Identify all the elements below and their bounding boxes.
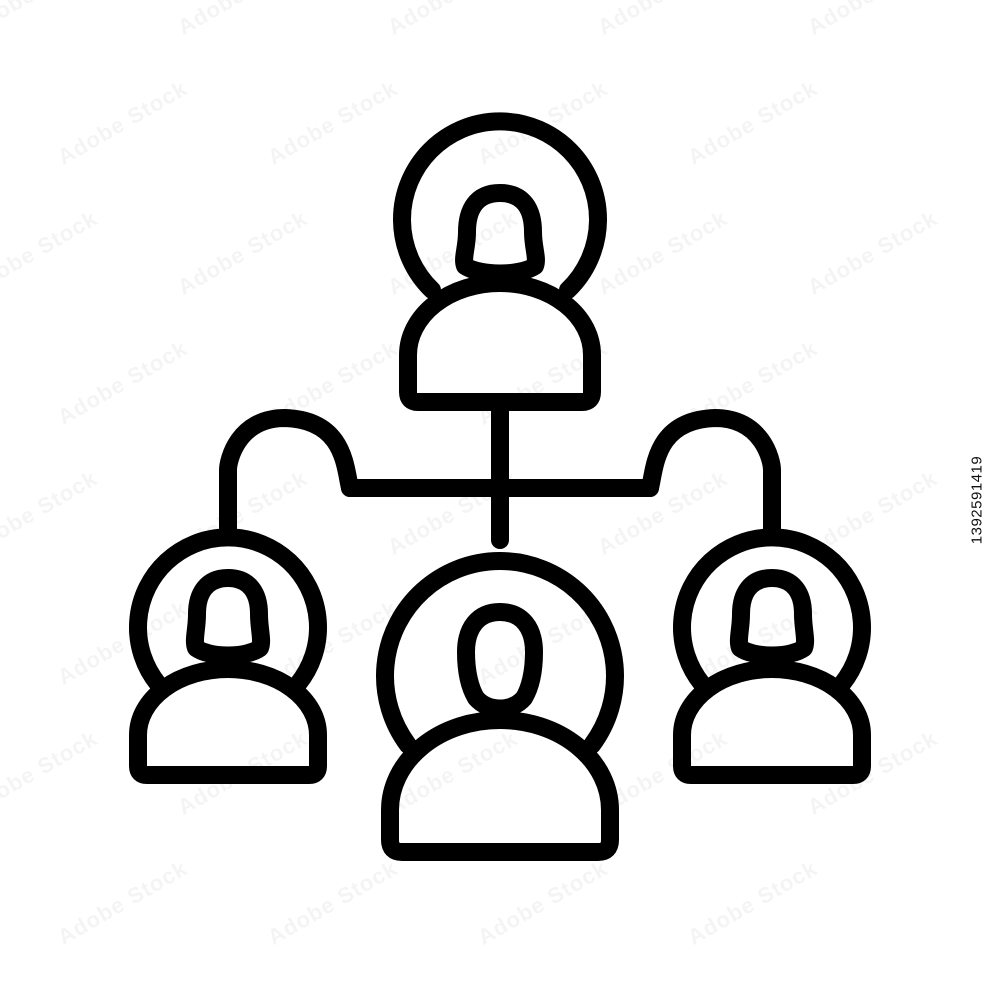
center-person-halo [376, 552, 624, 754]
center-person-body [381, 711, 619, 861]
connector-lines [219, 403, 781, 549]
stock-id-text: 1392591419 [968, 455, 986, 545]
stock-id-label: 1392591419 [962, 0, 992, 1000]
top-person-halo [393, 112, 607, 299]
right-curve-connector [641, 409, 781, 537]
left-person-body [129, 660, 327, 784]
left-curve-connector [219, 409, 359, 537]
center-person-head [457, 603, 543, 718]
top-person-body [399, 274, 601, 411]
top-person-node [393, 112, 607, 411]
right-person-body [673, 660, 871, 784]
left-person-node [129, 528, 327, 784]
top-person-head [455, 184, 545, 283]
right-person-halo [673, 528, 871, 693]
right-person-node [673, 528, 871, 784]
left-person-head [185, 569, 271, 665]
right-person-head [729, 569, 815, 665]
left-person-halo [129, 528, 327, 693]
center-person-node [376, 552, 624, 861]
